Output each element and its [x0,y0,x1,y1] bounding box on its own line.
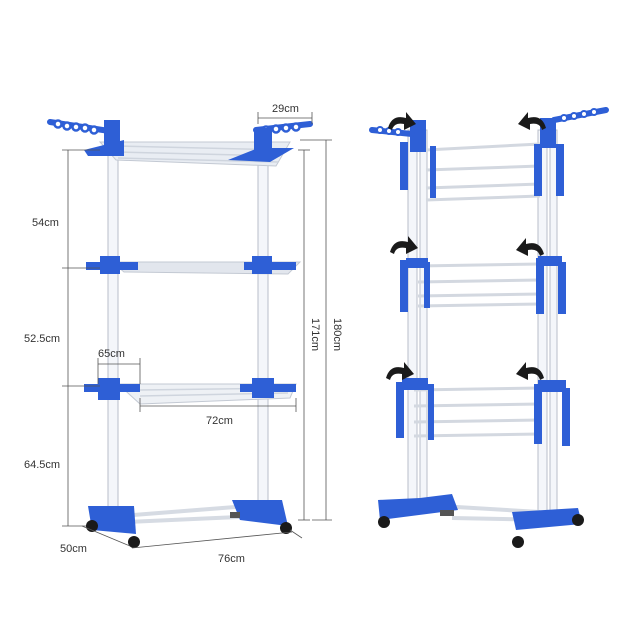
top-width-label: 29cm [272,103,299,115]
right-pole-right-inner [549,129,558,521]
dimension-lines [62,112,332,549]
wing-width-label: 65cm [98,348,125,360]
height-folded-label: 171cm [309,318,321,351]
right-pole-left-inner [419,129,428,501]
section-middle-label: 52.5cm [24,333,60,345]
base-width-label: 76cm [218,553,245,565]
right-rack [369,107,609,548]
right-base [378,494,584,548]
left-pole-back [257,137,269,515]
fold-arrow-icon [516,362,544,380]
wheel [280,522,292,534]
wheel [128,536,140,548]
folded-tier-lower [396,378,570,446]
height-full-label: 180cm [331,318,343,351]
folded-tier-middle [400,256,566,314]
left-base [86,500,292,548]
fold-arrow-icon [518,112,546,130]
fold-arrow-icon [386,362,414,380]
wheel [572,514,584,526]
fold-arrow-icon [516,238,544,256]
left-rack [47,119,313,548]
shelf-length-label: 72cm [206,415,233,427]
wheel [512,536,524,548]
right-pole-left [407,129,418,511]
left-pole-front [107,137,119,525]
fold-arrow-icon [388,112,416,130]
wheel [378,516,390,528]
section-bottom-label: 64.5cm [24,459,60,471]
section-top-label: 54cm [32,217,59,229]
fold-arrows [386,112,546,380]
dimension-labels: 29cm 54cm 52.5cm 65cm 64.5cm 72cm 171cm … [24,103,343,565]
fold-arrow-icon [390,236,418,254]
depth-label: 50cm [60,543,87,555]
